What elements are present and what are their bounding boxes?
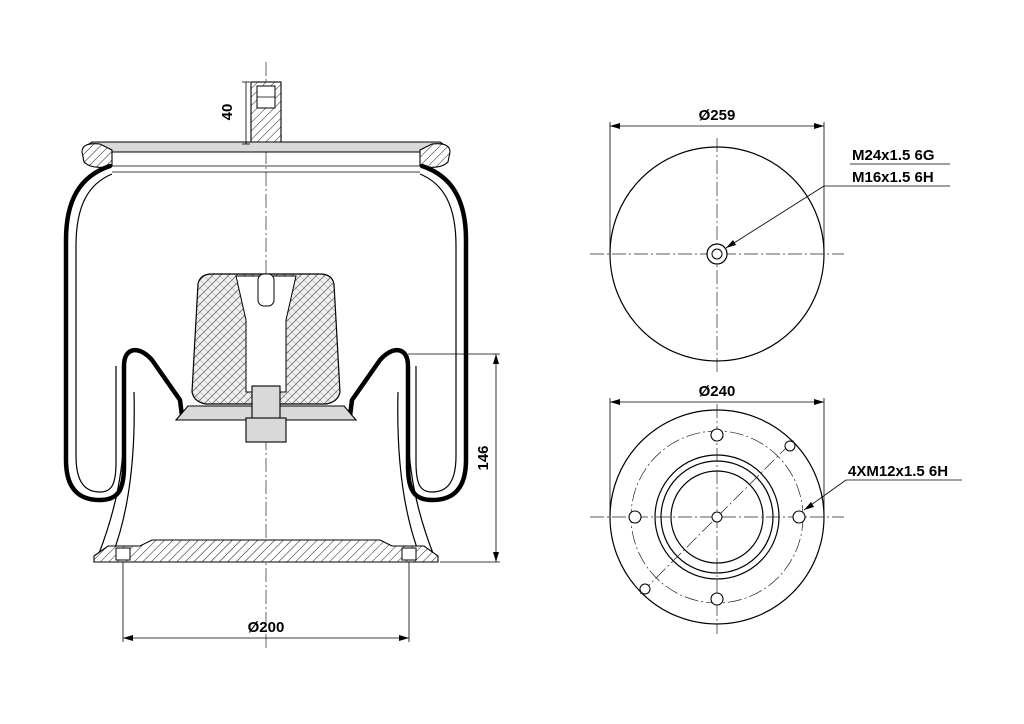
dim-240-label: Ø240 <box>699 383 736 400</box>
thread-label-m24: M24x1.5 6G <box>852 147 935 164</box>
dim-146: 146 <box>408 353 500 563</box>
top-view: Ø259 M24x1.5 6G M16x1.5 6H <box>590 107 950 372</box>
bottom-center-hole <box>711 511 723 523</box>
bolt-hole-bottom <box>710 592 724 606</box>
dim-240: Ø240 <box>609 383 825 512</box>
dim-259: Ø259 <box>609 107 825 252</box>
bolt-thread-label: 4XM12x1.5 6H <box>848 463 948 480</box>
bolt-leader: 4XM12x1.5 6H <box>803 463 962 511</box>
bolt-hole-right <box>792 510 806 524</box>
dim-40-label: 40 <box>219 104 236 121</box>
bolt-hole-top <box>710 428 724 442</box>
side-view: 40 146 Ø200 <box>63 62 500 650</box>
top-plate <box>81 141 451 173</box>
piston <box>93 389 439 563</box>
locator-hole-upper <box>784 440 796 452</box>
bottom-view: Ø240 4XM12x1.5 6H <box>590 383 962 634</box>
thread-label-m16: M16x1.5 6H <box>852 169 934 186</box>
locator-hole-lower <box>639 583 651 595</box>
dim-200: Ø200 <box>122 562 410 642</box>
dim-200-label: Ø200 <box>248 619 285 636</box>
inner-bumper <box>174 273 358 443</box>
bolt-hole-left <box>628 510 642 524</box>
bellow <box>63 163 469 503</box>
thread-leader: M24x1.5 6G M16x1.5 6H <box>725 147 950 249</box>
dim-40: 40 <box>219 81 250 145</box>
top-stud <box>239 81 293 151</box>
top-stud-inner <box>711 248 723 260</box>
dim-146-label: 146 <box>475 445 492 470</box>
dim-259-label: Ø259 <box>699 107 736 124</box>
